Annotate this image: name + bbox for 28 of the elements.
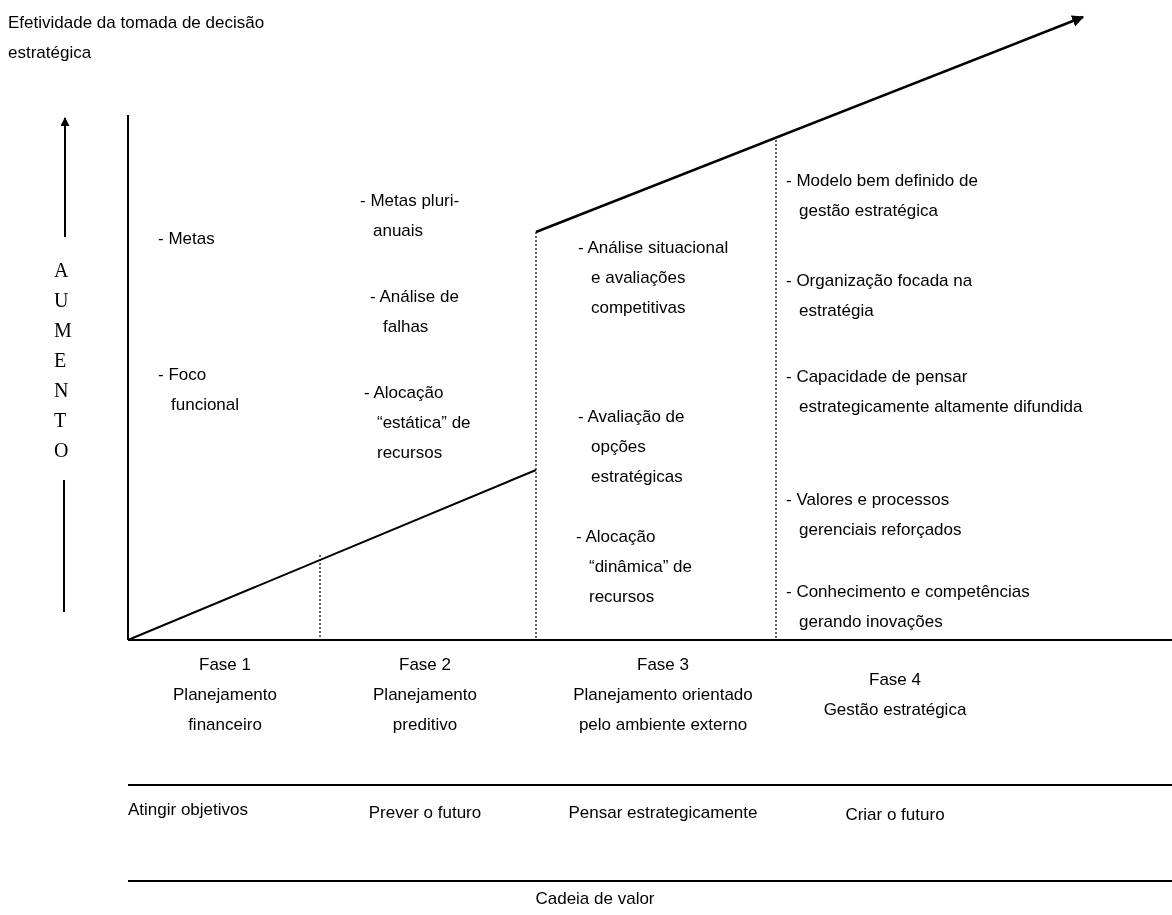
list-item: - Conhecimento e competências gerando inovações — [786, 581, 1031, 633]
axis-title: Efetividade da tomada de decisão estratégica — [8, 12, 266, 64]
phase-goal: Atingir objetivos — [128, 799, 249, 821]
phase-title: Fase 4 — [868, 669, 922, 691]
phase-goal: Pensar estrategicamente — [567, 802, 759, 824]
phase-goal: Criar o futuro — [844, 804, 946, 826]
list-item: - Metas — [158, 228, 216, 250]
list-item: - Análise situacional e avaliações competitivas — [578, 237, 730, 319]
list-item: - Alocação “estática” de recursos — [364, 382, 472, 464]
phase-title: Fase 3 — [636, 654, 690, 676]
phase-title: Fase 1 — [198, 654, 252, 676]
list-item: - Avaliação de opções estratégicas — [578, 406, 686, 488]
phase-title: Fase 2 — [398, 654, 452, 676]
list-item: - Foco funcional — [158, 364, 241, 416]
list-item: - Alocação “dinâmica” de recursos — [576, 526, 693, 608]
list-item: - Valores e processos gerenciais reforçados — [786, 489, 963, 541]
row-caption: Cadeia de valor — [534, 888, 656, 910]
phase-name: Planejamento orientado pelo ambiente externo — [572, 684, 754, 736]
axis-caption: AUMENTO — [54, 258, 73, 463]
list-item: - Metas pluri-anuais — [360, 190, 461, 242]
phase-name: Planejamento preditivo — [372, 684, 478, 736]
phase-goal: Prever o futuro — [367, 802, 483, 824]
phase-name: Planejamento financeiro — [172, 684, 278, 736]
phase-name: Gestão estratégica — [822, 699, 968, 721]
list-item: - Capacidade de pensar estrategicamente altamente difundida — [786, 366, 1084, 418]
list-item: - Modelo bem definido de gestão estratégica — [786, 170, 979, 222]
list-item: - Organização focada na estratégia — [786, 270, 974, 322]
list-item: - Análise de falhas — [370, 286, 460, 338]
